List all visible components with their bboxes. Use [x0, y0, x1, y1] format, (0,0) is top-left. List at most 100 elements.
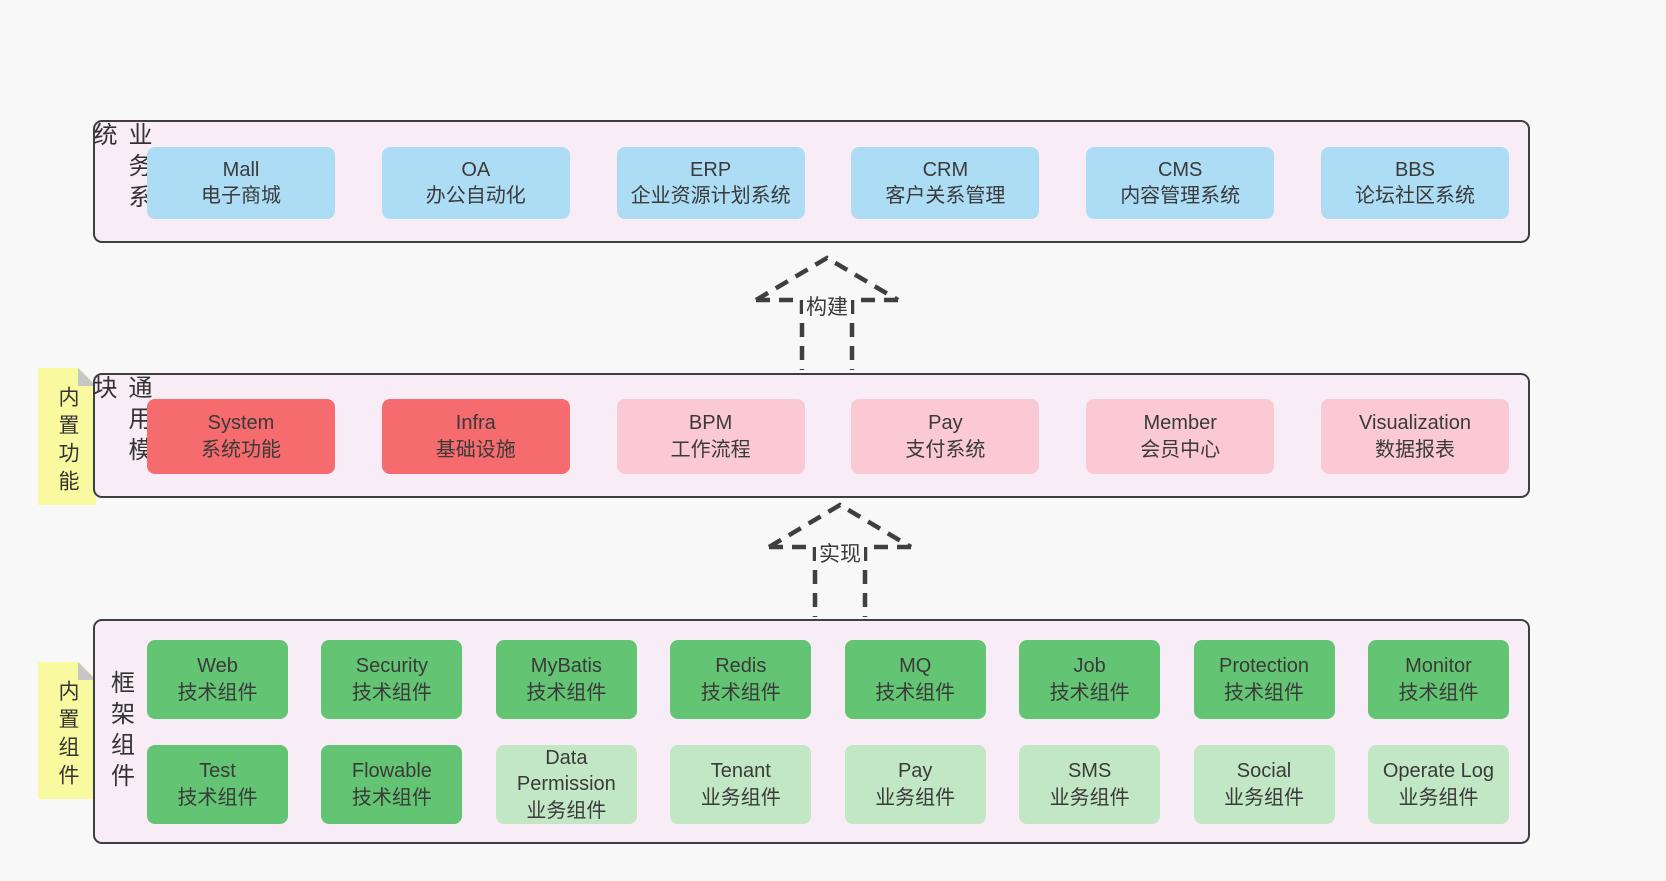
box-subtitle: 业务组件 [1049, 786, 1130, 809]
box-subtitle: 企业资源计划系统 [630, 185, 791, 207]
box-subtitle: 技术组件 [1049, 681, 1130, 704]
box-subtitle: 技术组件 [177, 786, 258, 809]
box-title: BPM [688, 412, 733, 435]
box-title: Pay [928, 412, 963, 435]
box-subtitle: 办公自动化 [425, 185, 526, 207]
box-web: Web 技术组件 [147, 640, 288, 719]
box-pay-system: Pay 支付系统 [851, 399, 1040, 474]
layer-label: 框架组件 [106, 669, 134, 794]
box-title: MyBatis [530, 655, 602, 678]
box-subtitle: 技术组件 [526, 681, 607, 704]
box-data-permission: Data Permission 业务组件 [495, 745, 637, 824]
box-social: Social 业务组件 [1193, 745, 1335, 824]
box-title: ERP [690, 158, 732, 181]
box-subtitle: 系统功能 [201, 438, 281, 461]
arrow-build: 构建 [752, 252, 902, 370]
arrow-implement: 实现 [765, 499, 915, 617]
box-security: Security 技术组件 [321, 640, 463, 719]
box-subtitle: 技术组件 [177, 681, 258, 704]
box-title: Test [199, 760, 236, 783]
box-bpm: BPM 工作流程 [616, 399, 805, 474]
box-subtitle: 基础设施 [435, 438, 516, 461]
box-crm: CRM 客户关系管理 [851, 147, 1040, 219]
box-protection: Protection 技术组件 [1193, 640, 1335, 719]
box-oa: OA 办公自动化 [381, 147, 570, 219]
box-tenant: Tenant 业务组件 [670, 745, 812, 824]
box-subtitle: 业务组件 [526, 799, 607, 822]
box-subtitle: 工作流程 [670, 438, 751, 461]
box-system: System 系统功能 [147, 399, 335, 474]
box-title: Data Permission [516, 746, 616, 796]
box-title: Tenant [710, 760, 771, 783]
box-title: CRM [922, 158, 969, 181]
box-monitor: Monitor 技术组件 [1367, 640, 1509, 719]
box-title: Job [1073, 655, 1106, 678]
box-title: Operate Log [1382, 760, 1495, 783]
box-title: OA [461, 158, 491, 181]
layer-label: 通用模块 [89, 375, 151, 468]
box-subtitle: 技术组件 [351, 681, 432, 704]
box-mybatis: MyBatis 技术组件 [495, 640, 637, 719]
box-row: System 系统功能 Infra 基础设施 BPM 工作流程 Pay 支付系统… [147, 399, 1509, 474]
box-title: Security [355, 655, 429, 678]
box-job: Job 技术组件 [1019, 640, 1161, 719]
layer-business-systems: 业务系统 Mall 电子商城 OA 办公自动化 ERP 企业资源计划系统 CRM… [89, 120, 1530, 243]
box-subtitle: 技术组件 [1224, 681, 1305, 704]
box-pay-component: Pay 业务组件 [844, 745, 986, 824]
box-erp: ERP 企业资源计划系统 [616, 147, 805, 219]
box-title: BBS [1394, 158, 1435, 181]
box-title: Protection [1219, 655, 1310, 678]
box-subtitle: 业务组件 [875, 786, 956, 809]
box-subtitle: 业务组件 [1398, 786, 1479, 809]
box-title: Infra [455, 412, 496, 435]
box-subtitle: 技术组件 [700, 681, 781, 704]
box-title: System [207, 412, 275, 435]
box-test: Test 技术组件 [147, 745, 288, 824]
box-bbs: BBS 论坛社区系统 [1320, 147, 1509, 219]
box-title: MQ [899, 655, 932, 678]
arrow-label: 构建 [803, 290, 851, 322]
box-title: Mall [222, 158, 260, 181]
box-title: Monitor [1405, 655, 1472, 678]
box-title: Flowable [351, 760, 432, 783]
box-sms: SMS 业务组件 [1019, 745, 1161, 824]
arrow-label: 实现 [816, 537, 864, 569]
dashed-up-arrow-icon [754, 255, 900, 370]
box-title: Social [1236, 760, 1292, 783]
box-title: Redis [715, 655, 767, 678]
box-operate-log: Operate Log 业务组件 [1367, 745, 1509, 824]
box-subtitle: 会员中心 [1140, 438, 1221, 461]
box-redis: Redis 技术组件 [670, 640, 812, 719]
box-flowable: Flowable 技术组件 [321, 745, 463, 824]
box-subtitle: 技术组件 [1398, 681, 1479, 704]
sticky-note-builtin-features: 内置功能 [38, 367, 97, 505]
box-visualization: Visualization 数据报表 [1320, 399, 1509, 474]
box-title: CMS [1157, 158, 1203, 181]
box-title: Pay [897, 760, 933, 783]
box-subtitle: 业务组件 [1224, 786, 1305, 809]
dashed-up-arrow-icon [767, 502, 913, 617]
box-title: Visualization [1359, 412, 1471, 435]
note-label: 内置组件 [56, 679, 79, 792]
sticky-note-builtin-components: 内置组件 [38, 661, 97, 799]
box-subtitle: 支付系统 [905, 438, 986, 461]
box-subtitle: 业务组件 [700, 786, 781, 809]
box-subtitle: 数据报表 [1374, 438, 1455, 461]
layer-common-modules: 通用模块 System 系统功能 Infra 基础设施 BPM 工作流程 Pay… [89, 373, 1530, 498]
box-mq: MQ 技术组件 [844, 640, 986, 719]
box-row: Mall 电子商城 OA 办公自动化 ERP 企业资源计划系统 CRM 客户关系… [147, 147, 1509, 219]
note-label: 内置功能 [56, 385, 79, 498]
box-row: Test 技术组件 Flowable 技术组件 Data Permission … [147, 745, 1509, 824]
box-subtitle: 技术组件 [351, 786, 432, 809]
box-subtitle: 技术组件 [875, 681, 956, 704]
box-infra: Infra 基础设施 [381, 399, 570, 474]
box-title: SMS [1067, 760, 1112, 783]
box-subtitle: 电子商城 [201, 185, 281, 207]
box-title: Member [1143, 412, 1217, 435]
box-subtitle: 客户关系管理 [885, 185, 1006, 207]
box-title: Web [197, 655, 238, 678]
box-cms: CMS 内容管理系统 [1086, 147, 1275, 219]
box-subtitle: 内容管理系统 [1120, 185, 1241, 207]
layer-framework-components: 框架组件 Web 技术组件 Security 技术组件 MyBatis 技术组件… [93, 619, 1530, 844]
